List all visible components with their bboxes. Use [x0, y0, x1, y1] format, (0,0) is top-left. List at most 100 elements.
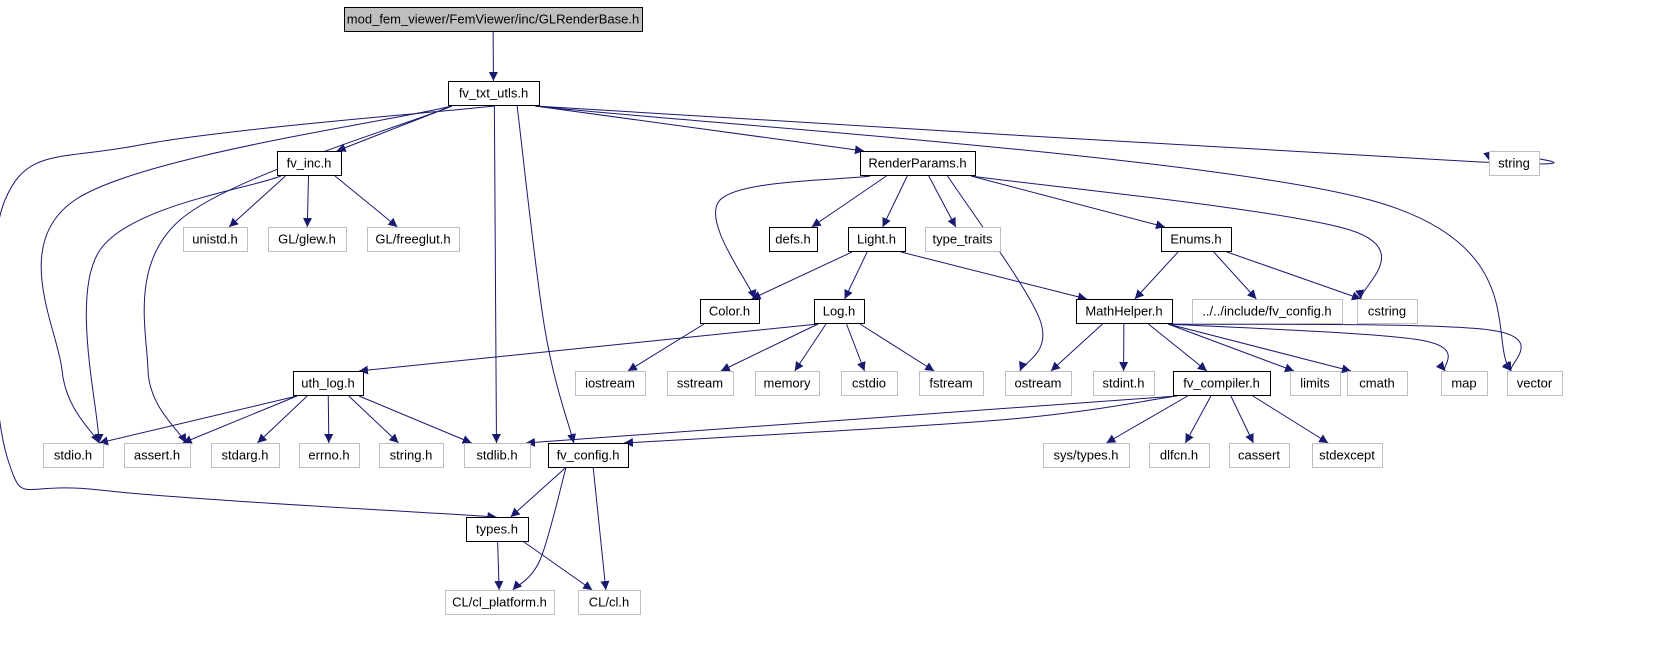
node-box-root: [344, 7, 643, 32]
edge-fv-inc-to-stdio: [85, 175, 282, 444]
node-iostream[interactable]: iostream: [575, 371, 646, 396]
node-errno[interactable]: errno.h: [299, 443, 360, 468]
node-stdint[interactable]: stdint.h: [1093, 371, 1155, 396]
node-cstring[interactable]: cstring: [1357, 299, 1418, 324]
node-box-ostream: [1005, 371, 1072, 396]
node-dlfcn[interactable]: dlfcn.h: [1149, 443, 1210, 468]
node-box-light: [848, 227, 906, 252]
node-box-enums: [1161, 227, 1232, 252]
node-cmath[interactable]: cmath: [1347, 371, 1408, 396]
node-root[interactable]: mod_fem_viewer/FemViewer/inc/GLRenderBas…: [344, 7, 643, 32]
edge-mathhelper-to-map: [1167, 323, 1449, 372]
node-sstream[interactable]: sstream: [667, 371, 734, 396]
node-type-traits[interactable]: type_traits: [925, 227, 1001, 252]
node-unistd[interactable]: unistd.h: [183, 227, 248, 252]
node-cl[interactable]: CL/cl.h: [578, 590, 641, 615]
node-box-map: [1441, 371, 1488, 396]
node-stdlib[interactable]: stdlib.h: [464, 443, 531, 468]
edge-fv-inc-to-unistd: [228, 175, 286, 228]
node-box-cl-platform: [445, 590, 555, 615]
edge-log-to-uth-log: [358, 323, 819, 375]
node-include-fv-config[interactable]: ../../include/fv_config.h: [1192, 299, 1343, 324]
edge-mathhelper-to-ostream: [1050, 323, 1103, 372]
node-light[interactable]: Light.h: [848, 227, 906, 252]
node-label-dlfcn: dlfcn.h: [1160, 448, 1198, 463]
node-box-freeglut: [367, 227, 460, 252]
node-color[interactable]: Color.h: [700, 299, 760, 324]
node-fstream[interactable]: fstream: [919, 371, 984, 396]
node-memory[interactable]: memory: [755, 371, 820, 396]
node-label-stdint: stdint.h: [1103, 376, 1145, 391]
node-stdexcept[interactable]: stdexcept: [1312, 443, 1383, 468]
edge-fv-compiler-to-fv-config: [623, 395, 1178, 447]
node-mathhelper[interactable]: MathHelper.h: [1076, 299, 1173, 324]
node-uth-log[interactable]: uth_log.h: [293, 371, 364, 396]
node-fv-compiler[interactable]: fv_compiler.h: [1173, 371, 1271, 396]
node-renderparams[interactable]: RenderParams.h: [860, 151, 976, 176]
edge-fv-compiler-to-stdexcept: [1252, 395, 1329, 444]
node-box-uth-log: [293, 371, 364, 396]
node-label-enums: Enums.h: [1170, 232, 1221, 247]
node-box-stdarg: [211, 443, 280, 468]
node-cstdio[interactable]: cstdio: [841, 371, 898, 396]
node-string[interactable]: string: [1489, 151, 1540, 176]
node-label-limits: limits: [1300, 376, 1330, 391]
node-label-fv-txt-utls: fv_txt_utls.h: [459, 86, 528, 101]
node-map[interactable]: map: [1441, 371, 1488, 396]
edge-light-to-color: [751, 251, 853, 300]
node-defs[interactable]: defs.h: [769, 227, 818, 252]
node-label-defs: defs.h: [775, 232, 810, 247]
node-box-fv-txt-utls: [448, 81, 540, 106]
node-sys-types[interactable]: sys/types.h: [1043, 443, 1130, 468]
node-string-h[interactable]: string.h: [379, 443, 444, 468]
edge-fv-txt-utls-to-types: [0, 105, 497, 521]
node-label-sstream: sstream: [677, 376, 723, 391]
node-label-fv-inc: fv_inc.h: [287, 156, 332, 171]
node-ostream[interactable]: ostream: [1005, 371, 1072, 396]
edge-renderparams-to-enums: [970, 175, 1166, 230]
edge-mathhelper-to-cmath: [1167, 323, 1352, 374]
edge-mathhelper-to-limits: [1167, 323, 1295, 373]
node-box-log: [814, 299, 865, 324]
node-label-glew: GL/glew.h: [278, 232, 336, 247]
node-freeglut[interactable]: GL/freeglut.h: [367, 227, 460, 252]
node-label-fv-compiler: fv_compiler.h: [1183, 376, 1260, 391]
node-label-include-fv-config: ../../include/fv_config.h: [1202, 304, 1331, 319]
node-box-iostream: [575, 371, 646, 396]
node-layer: mod_fem_viewer/FemViewer/inc/GLRenderBas…: [43, 7, 1563, 615]
node-box-fstream: [919, 371, 984, 396]
node-vector[interactable]: vector: [1507, 371, 1563, 396]
node-box-types: [466, 517, 529, 542]
node-box-renderparams: [860, 151, 976, 176]
node-enums[interactable]: Enums.h: [1161, 227, 1232, 252]
node-log[interactable]: Log.h: [814, 299, 865, 324]
node-stdio[interactable]: stdio.h: [43, 443, 104, 468]
node-cl-platform[interactable]: CL/cl_platform.h: [445, 590, 555, 615]
node-fv-inc[interactable]: fv_inc.h: [277, 151, 342, 176]
edge-fv-compiler-to-cassert: [1230, 395, 1254, 444]
edge-fv-compiler-to-sys-types: [1106, 395, 1188, 444]
node-limits[interactable]: limits: [1290, 371, 1341, 396]
node-stdarg[interactable]: stdarg.h: [211, 443, 280, 468]
node-box-stdio: [43, 443, 104, 468]
node-label-fstream: fstream: [929, 376, 972, 391]
node-box-errno: [299, 443, 360, 468]
edge-log-to-memory: [794, 323, 827, 372]
edge-fv-txt-utls-to-assert: [143, 105, 453, 444]
node-fv-txt-utls[interactable]: fv_txt_utls.h: [448, 81, 540, 106]
edge-fv-txt-utls-to-string: [534, 105, 1555, 165]
node-cassert[interactable]: cassert: [1229, 443, 1290, 468]
node-box-cmath: [1347, 371, 1408, 396]
node-assert[interactable]: assert.h: [124, 443, 191, 468]
edge-renderparams-to-type-traits: [928, 175, 957, 228]
node-box-fv-compiler: [1173, 371, 1271, 396]
node-box-stdint: [1093, 371, 1155, 396]
node-label-stdlib: stdlib.h: [476, 448, 517, 463]
node-fv-config[interactable]: fv_config.h: [548, 443, 629, 468]
node-box-vector: [1507, 371, 1563, 396]
node-box-stdlib: [464, 443, 531, 468]
node-glew[interactable]: GL/glew.h: [268, 227, 347, 252]
node-box-defs: [769, 227, 818, 252]
node-types[interactable]: types.h: [466, 517, 529, 542]
